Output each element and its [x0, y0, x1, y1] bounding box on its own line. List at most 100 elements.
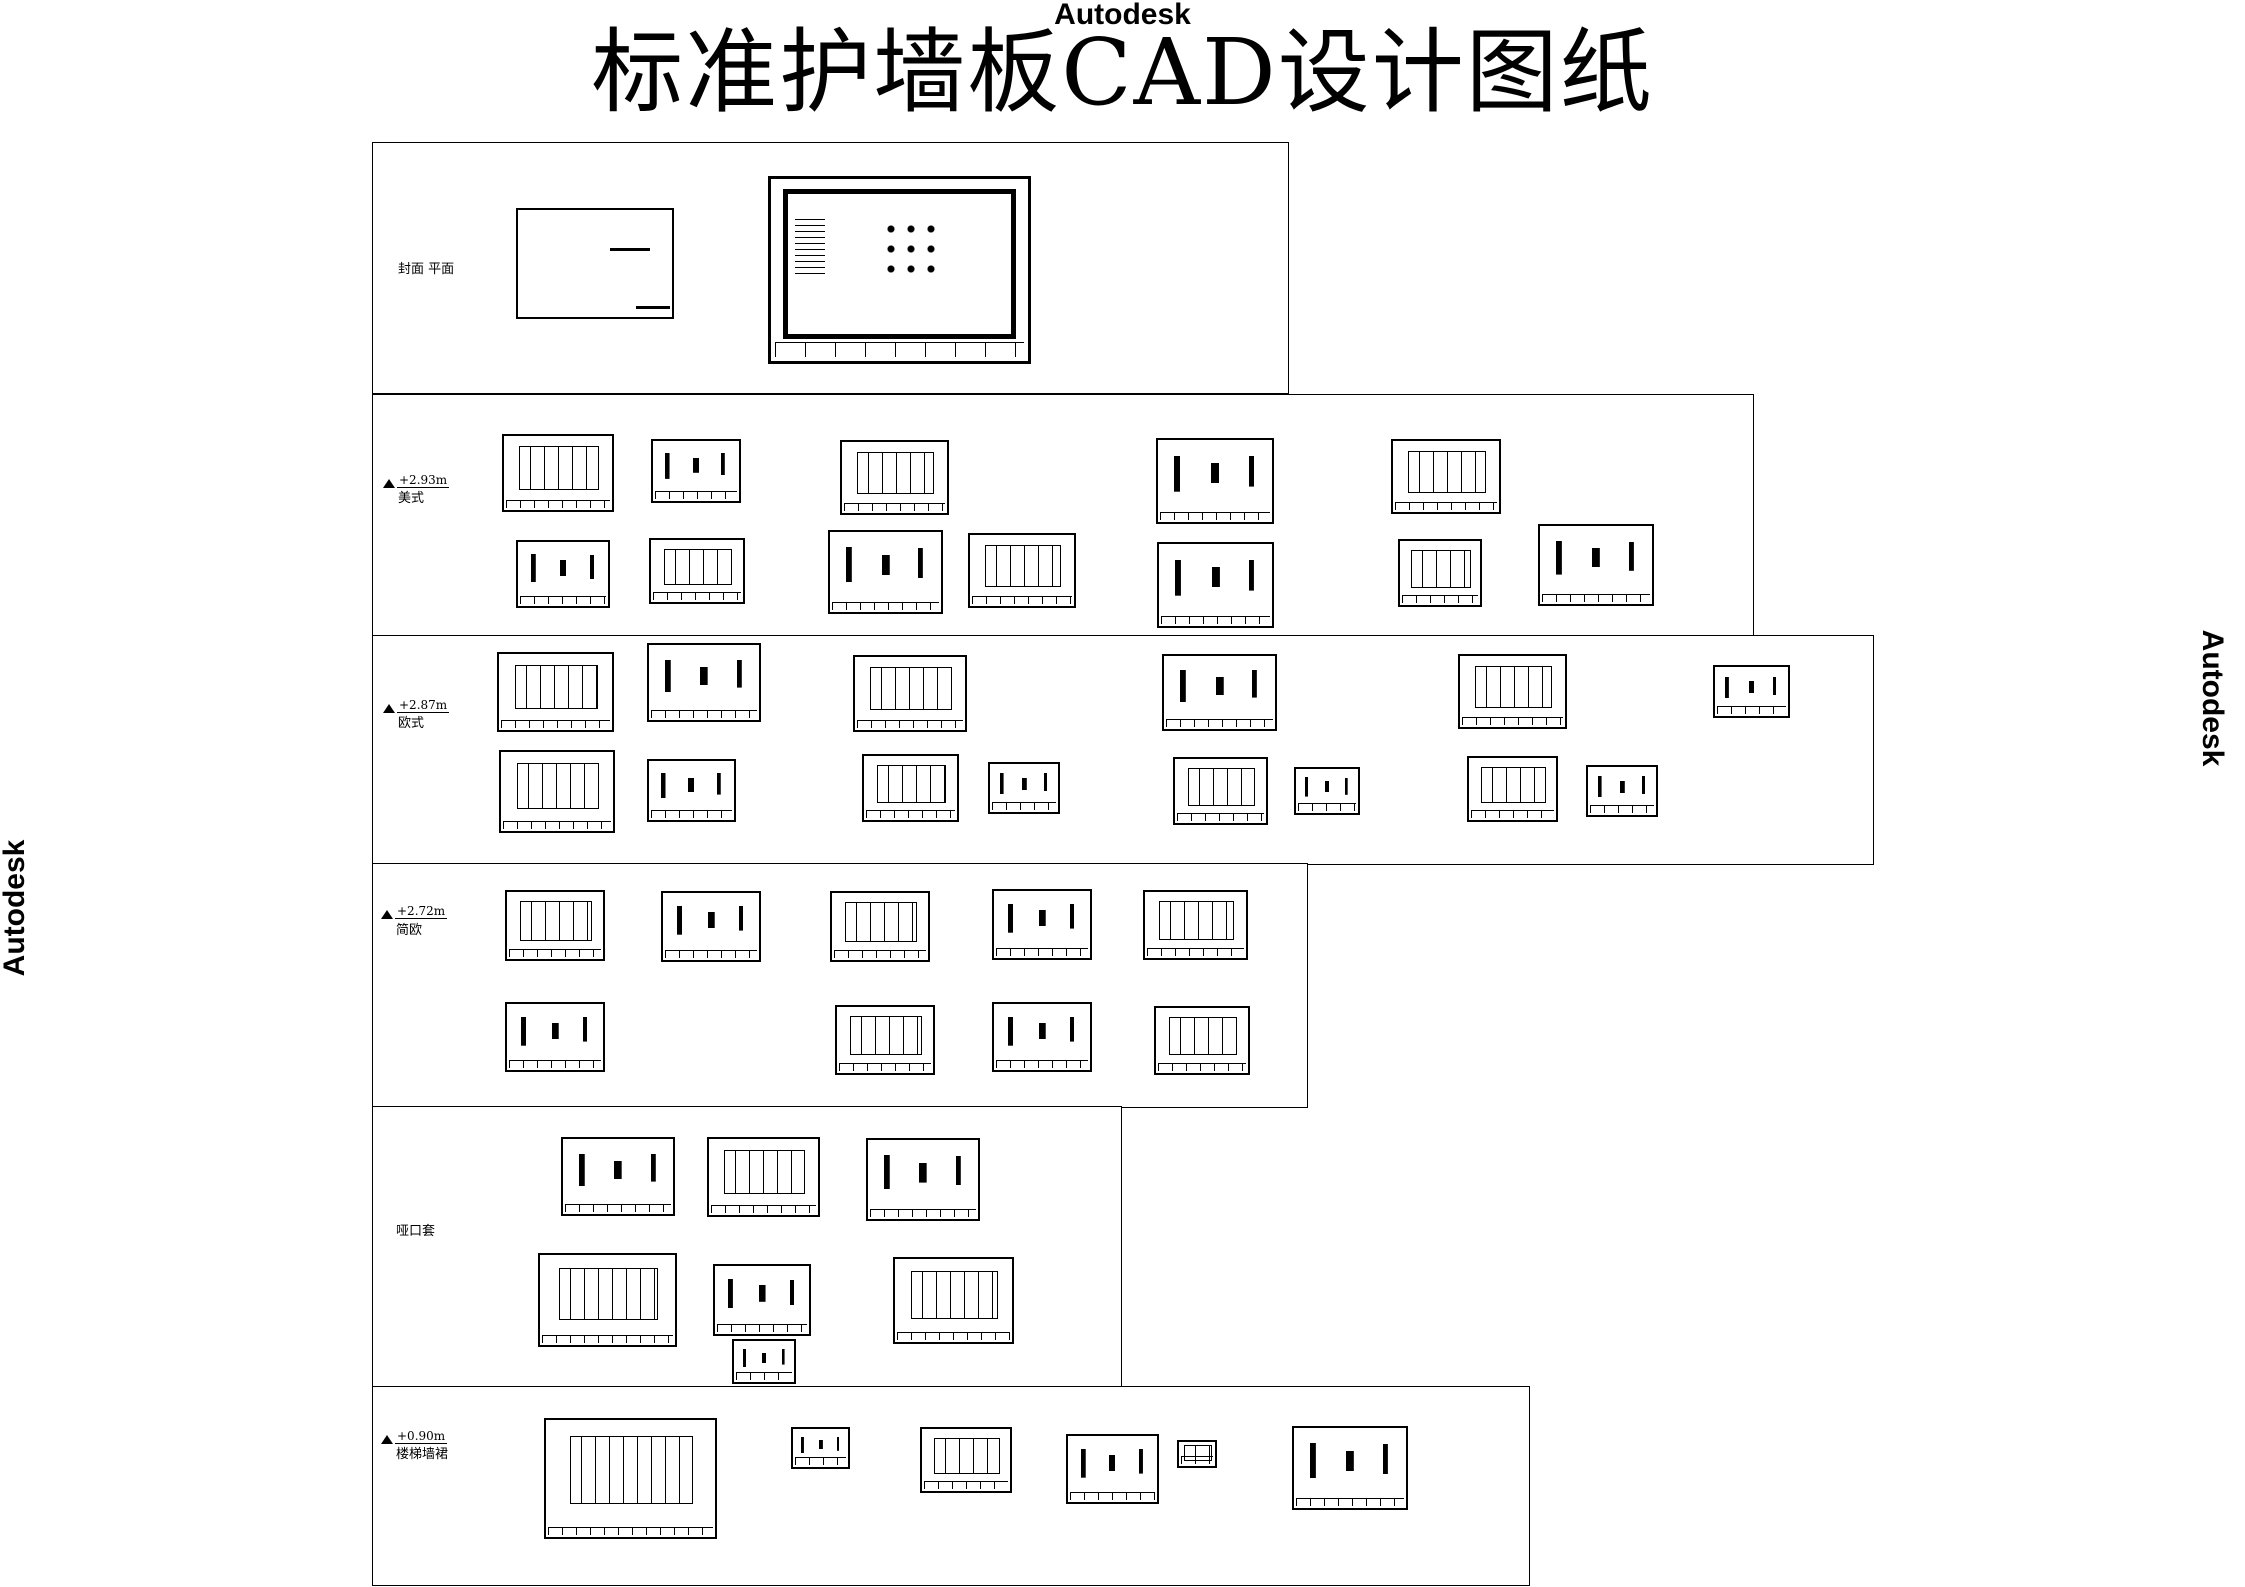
sheet-content: [1159, 901, 1234, 941]
sheet-content: [1474, 665, 1553, 708]
drawing-sheet: [647, 759, 736, 822]
sheet-content: [523, 548, 603, 589]
section-label-simple-european: 简欧: [396, 923, 423, 938]
sheet-content: [1184, 1445, 1212, 1461]
drawing-sheet: [1066, 1434, 1159, 1504]
sheet-content: [874, 1147, 972, 1197]
drawing-sheet: [1458, 654, 1567, 729]
drawing-sheet: [1173, 757, 1268, 825]
drawing-sheet: [502, 434, 614, 512]
sheet-content: [999, 1010, 1085, 1052]
drawing-sheet: [499, 750, 615, 833]
sheet-content: [994, 768, 1054, 799]
sheet-content: [984, 544, 1062, 587]
section-elevation-stair-wainscot: +0.90m: [381, 1429, 448, 1444]
sheet-content: [877, 764, 946, 803]
drawing-sheet: [651, 439, 741, 503]
sheet-content: [516, 763, 600, 810]
drawing-sheet: [791, 1427, 850, 1469]
sheet-content: [850, 1016, 922, 1056]
watermark-right: Autodesk: [2196, 629, 2229, 767]
drawing-sheet: [1177, 1440, 1217, 1468]
sheet-content: [720, 1272, 804, 1315]
drawing-sheet: [649, 538, 745, 604]
sheet-content: [934, 1437, 1000, 1475]
drawing-sheet: [661, 891, 761, 962]
sheet-content: [569, 1436, 694, 1504]
drawing-sheet: [1154, 1006, 1250, 1075]
section-label-stair-wainscot: 楼梯墙裙: [396, 1447, 449, 1462]
drawing-sheet: [968, 533, 1076, 608]
sheet-content: [519, 446, 599, 490]
elevation-value: +0.90m: [395, 1429, 448, 1444]
sheet-content: [1073, 1442, 1152, 1484]
drawing-sheet: [497, 652, 614, 732]
section-elevation-european: +2.87m: [383, 698, 450, 713]
sheet-content: [514, 664, 599, 710]
sheet-content: [796, 1432, 845, 1457]
sheet-content: [1411, 549, 1471, 588]
sheet-content: [870, 667, 952, 711]
drawing-sheet: [866, 1138, 980, 1221]
sheet-content: [1719, 671, 1784, 703]
section-elevation-simple-european: +2.72m: [381, 904, 448, 919]
drawing-sheet: [505, 1002, 605, 1072]
drawing-sheet: [1398, 539, 1482, 607]
sheet-content: [836, 540, 935, 590]
sheet-content: [911, 1270, 998, 1320]
sheet-content: [1300, 1436, 1400, 1486]
drawing-sheet: [544, 1418, 717, 1539]
drawing-sheet: [561, 1137, 675, 1216]
panel-european: [372, 635, 1874, 865]
floor-plan-sheet: [768, 176, 1031, 364]
drawing-sheet: [713, 1264, 811, 1336]
sheet-content: [724, 1149, 805, 1195]
drawing-sheet: [1162, 654, 1277, 731]
sheet-content: [1187, 767, 1256, 806]
page-title: 标准护墙板CAD设计图纸: [591, 19, 1654, 126]
elevation-value: +2.72m: [395, 904, 448, 919]
drawing-sheet: [893, 1257, 1014, 1344]
drawing-sheet: [988, 762, 1060, 814]
drawing-sheet: [1586, 765, 1658, 817]
drawing-sheet: [1292, 1426, 1408, 1510]
drawing-sheet: [853, 655, 967, 732]
section-elevation-american: +2.93m: [383, 473, 450, 488]
sheet-content: [845, 902, 917, 942]
drawing-sheet: [1538, 524, 1654, 606]
drawing-sheet: [1391, 439, 1501, 514]
drawing-sheet: [707, 1137, 820, 1217]
sheet-content: [737, 1345, 791, 1371]
drawing-sheet: [1467, 756, 1558, 822]
sheet-content: [1546, 533, 1646, 583]
watermark-left: Autodesk: [0, 839, 31, 977]
sheet-content: [520, 901, 592, 941]
sheet-content: [1165, 552, 1266, 604]
sheet-content: [558, 1267, 659, 1320]
sheet-content: [1481, 766, 1546, 804]
elevation-value: +2.87m: [397, 698, 450, 713]
sheet-content: [1170, 663, 1269, 709]
watermark-top: Autodesk: [1054, 0, 1191, 31]
sheet-content: [1407, 450, 1487, 493]
drawing-sheet: [1713, 665, 1790, 718]
drawing-sheet: [828, 530, 943, 614]
drawing-sheet: [1294, 767, 1360, 815]
sheet-content: [655, 652, 753, 699]
drawing-sheet: [862, 754, 959, 822]
elevation-marker-icon: [383, 704, 395, 713]
drawing-sheet: [1143, 890, 1248, 960]
drawing-sheet: [505, 890, 605, 961]
sheet-content: [1168, 1017, 1238, 1056]
drawing-sheet: [1157, 542, 1274, 628]
sheet-content: [668, 899, 754, 942]
elevation-marker-icon: [383, 479, 395, 488]
sheet-content: [999, 897, 1085, 940]
section-label-cover-plan: 封面 平面: [398, 262, 455, 277]
elevation-value: +2.93m: [397, 473, 450, 488]
sheet-content: [658, 447, 734, 485]
sheet-content: [1592, 771, 1652, 802]
drawing-sheet: [830, 891, 930, 962]
sheet-content: [856, 451, 935, 494]
drawing-sheet: [992, 1002, 1092, 1072]
